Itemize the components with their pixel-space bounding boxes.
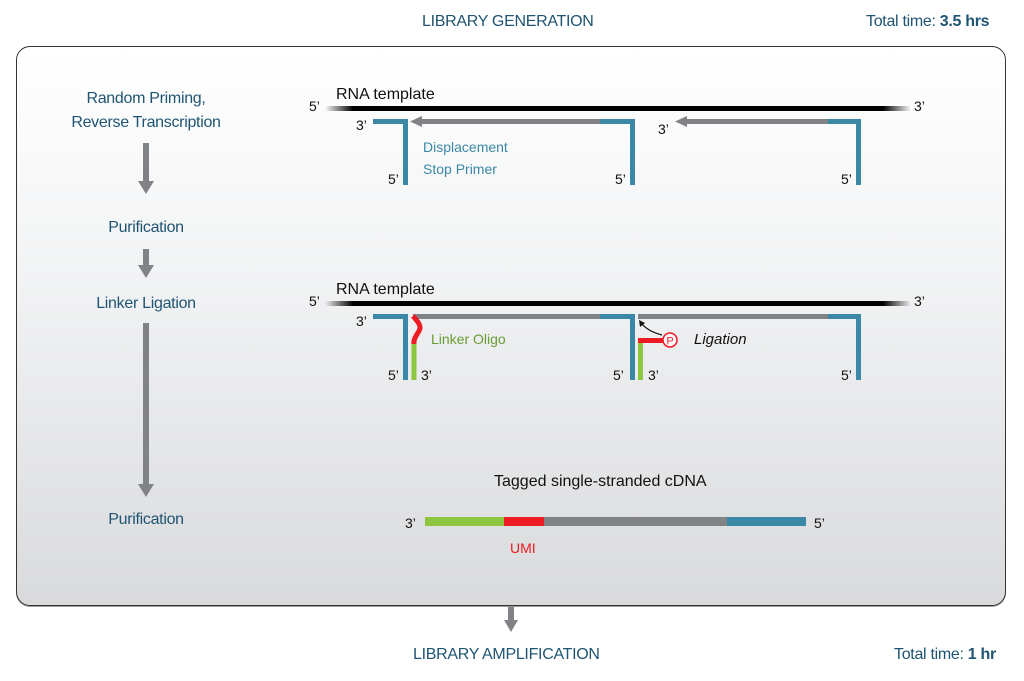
linker-segment	[425, 517, 504, 526]
five-prime-label: 5’	[615, 171, 626, 187]
ligation-diagram: RNA template 5’ 3’ 3’ 5’ 3’ Linker Oligo…	[309, 281, 925, 383]
primer-1-anneal	[373, 314, 408, 319]
linker-oligo-segment	[638, 343, 643, 380]
ligation-arrowhead	[639, 320, 645, 327]
step-purification-1: Purification	[108, 219, 184, 236]
ligation-arrow-icon	[640, 322, 663, 336]
primer-1-tail	[403, 314, 408, 380]
total-time-value: 3.5 hrs	[939, 13, 990, 30]
umi-segment	[504, 517, 544, 526]
step-label-line2: Reverse Transcription	[71, 114, 221, 131]
five-prime-label: 5’	[309, 293, 320, 309]
cdna-strand-2	[638, 314, 828, 319]
umi-linker-segment	[638, 338, 663, 343]
cdna-arrowhead	[410, 116, 422, 127]
five-prime-label: 5’	[613, 367, 624, 383]
umi-label: UMI	[510, 540, 536, 556]
total-time-label: Total time:	[894, 646, 968, 663]
section-title-library-amplification: LIBRARY AMPLIFICATION	[413, 646, 600, 663]
rna-template-fade-right	[883, 301, 911, 306]
flow-arrow-1	[138, 143, 154, 194]
primer-segment	[727, 517, 806, 526]
five-prime-label: 5’	[841, 171, 852, 187]
three-prime-label: 3’	[356, 313, 367, 329]
tagged-cdna-title: Tagged single-stranded cDNA	[494, 473, 707, 490]
rna-template-fade-right	[883, 106, 911, 111]
five-prime-label: 5’	[388, 367, 399, 383]
total-time-label: Total time:	[866, 13, 940, 30]
primer-3-tail	[856, 119, 861, 185]
three-prime-label: 3’	[356, 117, 367, 133]
primer-2-tail	[630, 119, 635, 185]
ligation-label: Ligation	[694, 331, 747, 348]
primer-3-tail	[856, 314, 861, 380]
primer-2-anneal	[600, 119, 635, 124]
five-prime-label: 5’	[841, 367, 852, 383]
cdna-segment	[544, 517, 727, 526]
linker-oligo-label: Linker Oligo	[431, 331, 506, 347]
tagged-cdna-diagram: Tagged single-stranded cDNA 3’ 5’ UMI	[405, 473, 825, 556]
step-purification-2: Purification	[108, 511, 184, 528]
five-prime-label: 5’	[388, 171, 399, 187]
displacement-stop-primer-label: Displacement	[423, 139, 508, 155]
flow-arrow-2	[138, 249, 154, 278]
rt-diagram: RNA template 5’ 3’ 3’ 5’ Displacement St…	[309, 86, 925, 187]
cdna-arrowhead	[675, 116, 687, 127]
primer-1-anneal	[373, 119, 408, 124]
three-prime-label: 3’	[405, 515, 416, 531]
five-prime-label: 5’	[309, 98, 320, 114]
step-linker-ligation: Linker Ligation	[96, 295, 196, 312]
step-label-line1: Random Priming,	[86, 90, 206, 107]
cdna-extension-1	[420, 119, 600, 124]
three-prime-label: 3’	[914, 293, 925, 309]
primer-1-tail	[403, 119, 408, 185]
total-time-value: 1 hr	[967, 646, 996, 663]
flow-arrow-down-to-amplification	[504, 607, 518, 632]
three-prime-label: 3’	[914, 98, 925, 114]
umi-linker-segment	[411, 314, 423, 346]
flow-arrow-3	[138, 323, 154, 497]
library-generation-panel	[16, 46, 1006, 606]
rna-template-fade-left	[325, 106, 353, 111]
three-prime-label: 3’	[421, 367, 432, 383]
rna-template-strand	[353, 301, 883, 306]
primer-2-tail	[630, 314, 635, 380]
total-time-amplification: Total time: 1 hr	[894, 646, 996, 664]
displacement-stop-primer-label: Stop Primer	[423, 161, 497, 177]
phosphate-icon	[662, 332, 678, 348]
rna-template-fade-left	[325, 301, 353, 306]
five-prime-label: 5’	[814, 515, 825, 531]
rna-template-label: RNA template	[336, 281, 435, 298]
phosphate-label: P	[666, 336, 673, 348]
rna-template-strand	[353, 106, 883, 111]
primer-3-anneal	[828, 314, 861, 319]
step-random-priming: Random Priming, Reverse Transcription	[36, 87, 256, 135]
linker-oligo-segment	[411, 344, 417, 380]
total-time-generation: Total time: 3.5 hrs	[866, 13, 990, 31]
three-prime-label: 3’	[658, 121, 669, 137]
cdna-extension-2	[685, 119, 828, 124]
three-prime-label: 3’	[648, 367, 659, 383]
section-title-library-generation: LIBRARY GENERATION	[422, 13, 594, 30]
primer-3-anneal	[828, 119, 861, 124]
rna-template-label: RNA template	[336, 86, 435, 103]
cdna-strand-1	[413, 314, 600, 319]
primer-2-anneal	[600, 314, 635, 319]
